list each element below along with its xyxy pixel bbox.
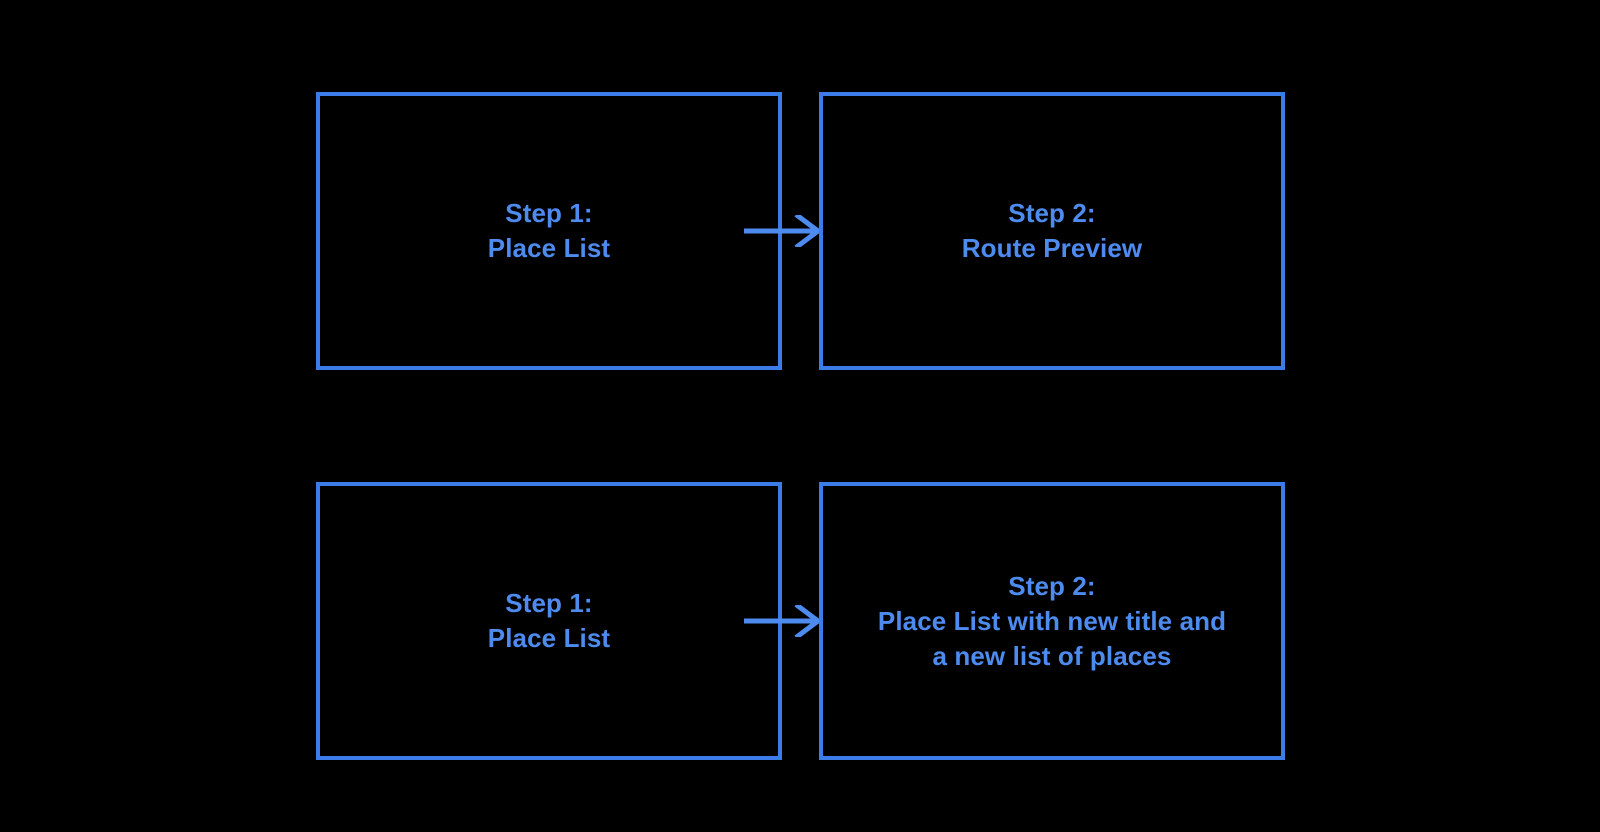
step-label: Step 2: Route Preview (961, 198, 1143, 263)
step-box-1-place-list-bottom[interactable]: Step 1: Place List (316, 482, 782, 760)
step-label: Step 2: Place List with new title and a … (877, 570, 1227, 671)
step-label: Step 1: Place List (487, 588, 611, 653)
flow-row-route-preview: Step 1: Place List Step 2: Route Preview (0, 92, 1600, 382)
step-box-2-route-preview[interactable]: Step 2: Route Preview (819, 92, 1285, 370)
step-label: Step 1: Place List (487, 198, 611, 263)
step-box-2-new-place-list[interactable]: Step 2: Place List with new title and a … (819, 482, 1285, 760)
flow-row-new-place-list: Step 1: Place List Step 2: Place List wi… (0, 482, 1600, 772)
step-box-1-place-list-top[interactable]: Step 1: Place List (316, 92, 782, 370)
